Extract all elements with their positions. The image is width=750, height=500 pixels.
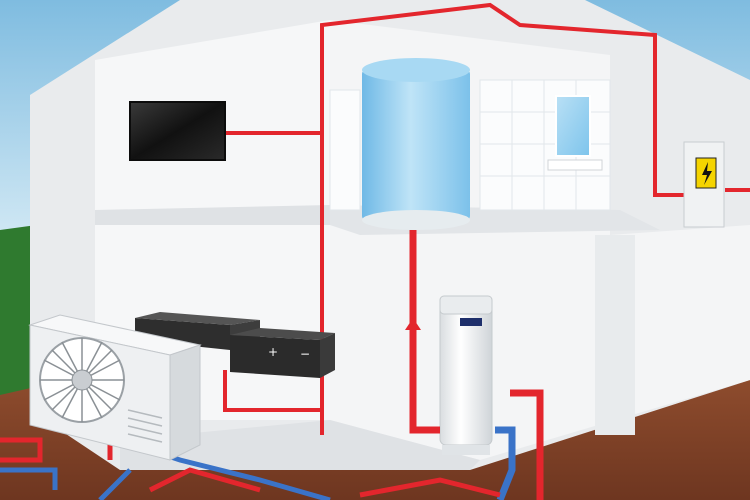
outdoor-heat-pump-unit — [28, 314, 202, 461]
cold-pipe — [495, 426, 516, 500]
hot-pipe-to-cylinder — [409, 230, 440, 434]
heat-pump-water-heater — [439, 295, 493, 455]
water-pipes — [409, 230, 544, 500]
tank-display — [460, 318, 482, 326]
hot-water-cylinder — [362, 58, 470, 230]
bathroom-sink — [547, 159, 603, 171]
right-inner-wall — [595, 235, 635, 435]
tv-screen — [129, 101, 226, 161]
main-battery — [230, 335, 320, 378]
bathroom-window — [555, 95, 591, 157]
fan-icon — [39, 337, 125, 423]
flow-arrow-up-icon — [405, 318, 421, 330]
battery-plus-label: + — [268, 345, 278, 359]
electric-wiring — [223, 2, 750, 435]
electric-panel — [683, 141, 725, 228]
unit-vent-grille — [127, 409, 163, 443]
battery-minus-label: − — [300, 347, 310, 361]
floor-front-edge — [120, 420, 480, 470]
lightning-warning-icon — [702, 162, 712, 185]
upper-floor-slab — [95, 205, 330, 225]
hot-pipe-ground — [510, 389, 544, 500]
